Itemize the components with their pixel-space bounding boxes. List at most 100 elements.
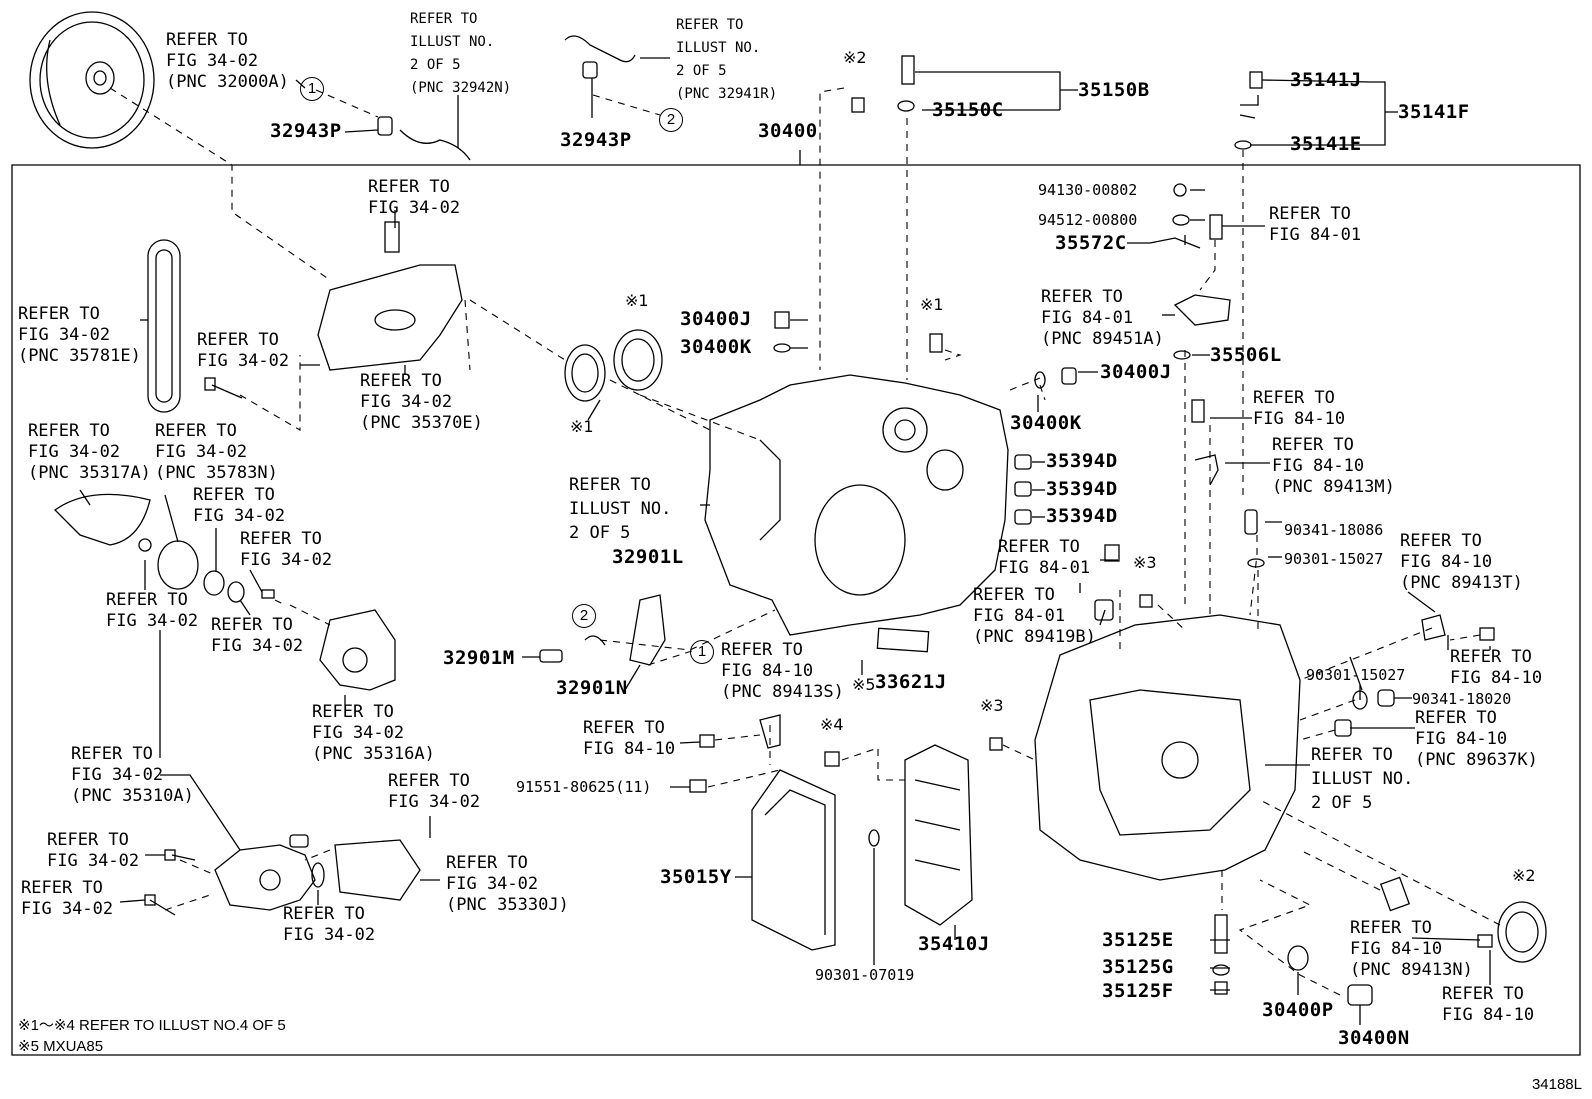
note-mark-2-b: ※2 <box>1512 866 1536 885</box>
diagram-code: 34188L <box>1531 1076 1582 1093</box>
callout-refer-fig-34-02-pnc-35781e: REFER TO FIG 34-02 (PNC 35781E) <box>18 304 141 366</box>
oil-seal-3-drawing <box>1497 901 1547 963</box>
callout-refer-fig-34-02-pnc-35317a: REFER TO FIG 34-02 (PNC 35317A) <box>28 421 151 483</box>
callout-circle-2-b: 2 <box>572 604 596 628</box>
main-frame <box>11 164 1581 1056</box>
callout-refer-fig-84-10-pnc-89413m: REFER TO FIG 84-10 (PNC 89413M) <box>1272 435 1395 497</box>
part-35150b: 35150B <box>1078 79 1150 101</box>
callout-refer-fig-84-10-b: REFER TO FIG 84-10 <box>1253 388 1346 429</box>
oil-seal-2-drawing <box>613 329 663 391</box>
note-mark-1-a: ※1 <box>625 291 649 310</box>
transaxle-case-drawing <box>704 374 1009 636</box>
callout-refer-fig-34-02-d: REFER TO FIG 34-02 <box>240 529 333 570</box>
callout-refer-fig-84-10-pnc-89413n: REFER TO FIG 84-10 (PNC 89413N) <box>1350 918 1473 980</box>
guide-plate-drawing <box>317 264 463 371</box>
part-94130-00802: 94130-00802 <box>1038 181 1138 199</box>
transaxle-housing-drawing <box>1034 614 1301 881</box>
part-35125f: 35125F <box>1102 980 1174 1002</box>
part-35394d-a: 35394D <box>1046 450 1118 472</box>
hose-32941r-drawing <box>564 35 636 63</box>
hose-32942n-drawing <box>399 129 471 161</box>
oil-seal-1-drawing <box>564 344 606 402</box>
part-35410j: 35410J <box>918 933 990 955</box>
callout-refer-fig-34-02-pnc-35330j: REFER TO FIG 34-02 (PNC 35330J) <box>446 853 569 915</box>
note-line-1: ※1～※4 REFER TO ILLUST NO.4 OF 5 <box>18 1017 286 1034</box>
part-30400n: 30400N <box>1338 1027 1410 1049</box>
callout-refer-fig-34-02-pnc-35370e: REFER TO FIG 34-02 (PNC 35370E) <box>360 371 483 433</box>
part-35150c: 35150C <box>932 99 1004 121</box>
part-91551-80625: 91551-80625(11) <box>516 778 652 796</box>
part-90341-18020: 90341-18020 <box>1412 690 1512 708</box>
part-90301-07019: 90301-07019 <box>815 966 915 984</box>
callout-refer-fig-34-02-b: REFER TO FIG 34-02 <box>197 330 290 371</box>
note-mark-5: ※5 <box>852 675 876 694</box>
note-mark-3-a: ※3 <box>1133 553 1157 572</box>
part-35506l: 35506L <box>1210 344 1282 366</box>
part-35394d-c: 35394D <box>1046 505 1118 527</box>
part-90301-15027-a: 90301-15027 <box>1284 550 1384 568</box>
callout-refer-fig-84-01-pnc-89419b: REFER TO FIG 84-01 (PNC 89419B) <box>973 585 1096 647</box>
callout-refer-illust-2-pnc-32942n: REFER TO ILLUST NO. 2 OF 5 (PNC 32942N) <box>410 11 512 96</box>
callout-refer-fig-84-01-pnc-89451a: REFER TO FIG 84-01 (PNC 89451A) <box>1041 287 1164 349</box>
control-module-drawing <box>751 769 836 951</box>
valve-body-drawing <box>904 744 973 926</box>
note-mark-3-b: ※3 <box>980 696 1004 715</box>
callout-refer-fig-34-02-f: REFER TO FIG 34-02 <box>211 615 304 656</box>
callout-refer-fig-34-02-h: REFER TO FIG 34-02 <box>47 830 140 871</box>
part-33621j: 33621J <box>875 671 947 693</box>
callout-circle-1-a: 1 <box>300 77 324 101</box>
callout-refer-fig-34-02-j: REFER TO FIG 34-02 <box>283 904 376 945</box>
callout-refer-fig-34-02-c: REFER TO FIG 34-02 <box>193 485 286 526</box>
callout-refer-fig-34-02-pnc-35783n: REFER TO FIG 34-02 (PNC 35783N) <box>155 421 278 483</box>
callout-refer-fig-84-10-pnc-89413t: REFER TO FIG 84-10 (PNC 89413T) <box>1400 531 1523 593</box>
part-30400j-b: 30400J <box>1100 361 1172 383</box>
part-35394d-b: 35394D <box>1046 478 1118 500</box>
part-94512-00800: 94512-00800 <box>1038 211 1138 229</box>
callout-refer-fig-84-01-a: REFER TO FIG 84-01 <box>1269 204 1362 245</box>
callout-refer-fig-84-10-c: REFER TO FIG 84-10 <box>1450 647 1543 688</box>
note-mark-2-a: ※2 <box>843 48 867 67</box>
part-35141e: 35141E <box>1290 133 1362 155</box>
part-30400: 30400 <box>758 120 818 142</box>
note-line-2: ※5 MXUA85 <box>18 1038 104 1055</box>
part-32901m: 32901M <box>443 647 515 669</box>
callout-refer-fig-34-02-e: REFER TO FIG 34-02 <box>106 590 199 631</box>
note-mark-4: ※4 <box>820 715 844 734</box>
callout-refer-fig-34-02-pnc-35310a: REFER TO FIG 34-02 (PNC 35310A) <box>71 744 194 806</box>
callout-refer-fig-84-01-b: REFER TO FIG 84-01 <box>998 537 1091 578</box>
part-30400k-a: 30400K <box>680 336 752 358</box>
callout-refer-fig-84-10-pnc-89413s: REFER TO FIG 84-10 (PNC 89413S) <box>721 640 844 702</box>
sensor-35141j-drawing <box>1249 71 1263 89</box>
part-32901l: 32901L <box>612 546 684 568</box>
callout-refer-fig-34-02-i: REFER TO FIG 34-02 <box>21 878 114 919</box>
part-90301-15027-b: 90301-15027 <box>1306 666 1406 684</box>
part-90341-18086: 90341-18086 <box>1284 521 1384 539</box>
chain-belt-drawing <box>147 239 181 413</box>
part-35572c: 35572C <box>1055 232 1127 254</box>
part-30400k-b: 30400K <box>1010 412 1082 434</box>
callout-refer-illust-2-a: REFER TO ILLUST NO. 2 OF 5 <box>569 475 672 543</box>
part-30400j-a: 30400J <box>680 308 752 330</box>
part-35141j: 35141J <box>1290 69 1362 91</box>
note-mark-1-b: ※1 <box>920 295 944 314</box>
part-35141f: 35141F <box>1398 101 1470 123</box>
callout-refer-fig-34-02-pnc-35316a: REFER TO FIG 34-02 (PNC 35316A) <box>312 702 435 764</box>
callout-refer-fig-84-10-a: REFER TO FIG 84-10 <box>583 718 676 759</box>
note-mark-1-c: ※1 <box>570 417 594 436</box>
part-32901n: 32901N <box>556 677 628 699</box>
callout-circle-1-b: 1 <box>690 640 714 664</box>
part-35015y: 35015Y <box>660 866 732 888</box>
callout-refer-fig-34-02-g: REFER TO FIG 34-02 <box>388 771 481 812</box>
callout-circle-2-a: 2 <box>659 108 683 132</box>
notes-block: ※1～※4 REFER TO ILLUST NO.4 OF 5 ※5 MXUA8… <box>18 1015 286 1057</box>
callout-refer-illust-2-pnc-32941r: REFER TO ILLUST NO. 2 OF 5 (PNC 32941R) <box>676 17 778 102</box>
callout-refer-fig-34-02-a: REFER TO FIG 34-02 <box>368 177 461 218</box>
callout-refer-fig-84-10-pnc-89637k: REFER TO FIG 84-10 (PNC 89637K) <box>1415 708 1538 770</box>
part-35125e: 35125E <box>1102 929 1174 951</box>
part-32943p-b: 32943P <box>560 129 632 151</box>
part-35125g: 35125G <box>1102 956 1174 978</box>
part-32943p-a: 32943P <box>270 120 342 142</box>
torque-converter-drawing <box>29 11 155 149</box>
callout-refer-illust-2-b: REFER TO ILLUST NO. 2 OF 5 <box>1311 745 1414 813</box>
